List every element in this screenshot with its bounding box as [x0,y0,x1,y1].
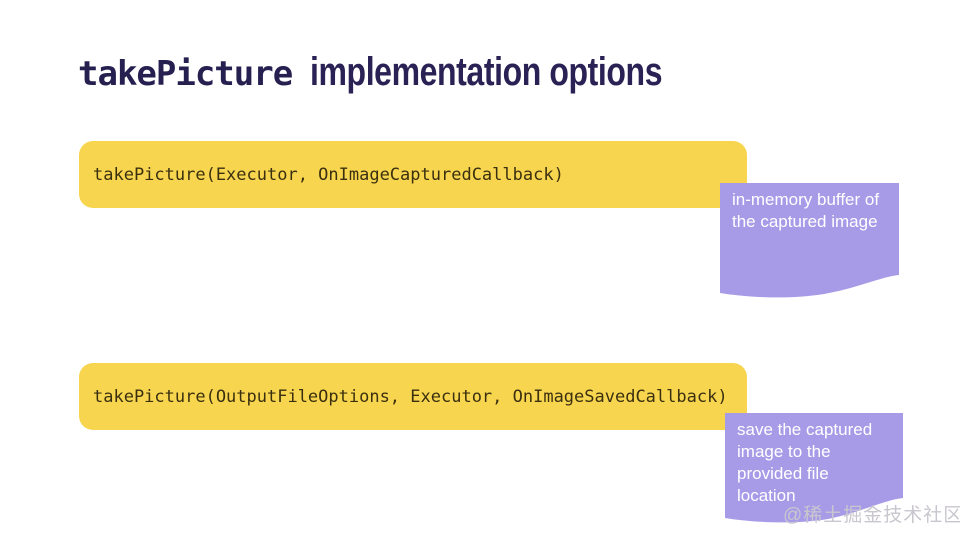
code-snippet: takePicture(OutputFileOptions, Executor,… [93,386,728,407]
title-text-part: implementation options [310,50,663,94]
watermark: @稀土掘金技术社区 [783,505,960,526]
sticky-note-shape [720,183,899,298]
note-text: save the captured image to the provided … [737,420,873,505]
title-code-part: takePicture [78,54,293,94]
note-save-to-file: save the captured image to the provided … [725,413,903,525]
code-box-save-to-file: takePicture(OutputFileOptions, Executor,… [79,363,747,430]
note-text: in-memory buffer of the captured image [732,190,880,231]
code-snippet: takePicture(Executor, OnImageCapturedCal… [93,164,564,185]
page-title: takePicture implementation options [78,50,750,95]
note-in-memory-buffer: in-memory buffer of the captured image [720,183,899,300]
sticky-note-shape [725,413,903,523]
code-box-in-memory: takePicture(Executor, OnImageCapturedCal… [79,141,747,208]
